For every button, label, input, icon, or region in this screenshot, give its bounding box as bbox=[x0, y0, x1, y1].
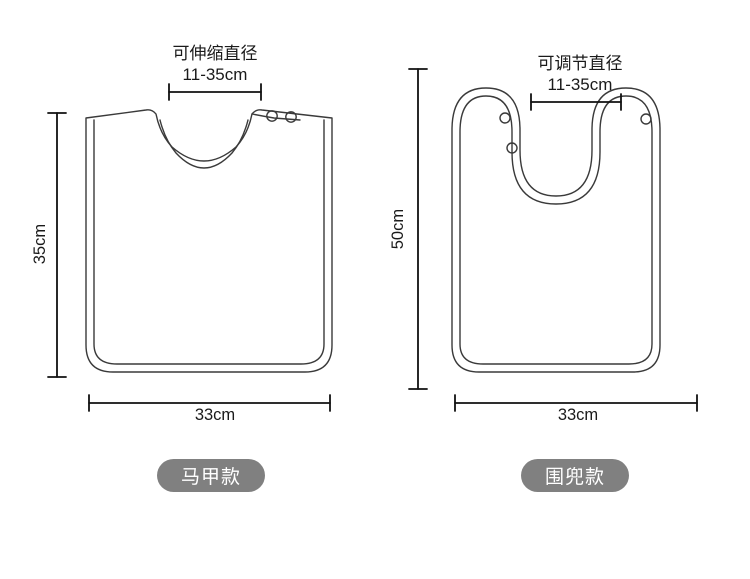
bib-outline bbox=[451, 87, 661, 373]
bib-neck-dimension-line bbox=[530, 93, 622, 111]
vest-neck-label-line2: 11-35cm bbox=[182, 64, 248, 84]
bib-style-badge: 围兜款 bbox=[521, 459, 629, 492]
bib-width-dimension-line bbox=[454, 394, 698, 412]
vest-shoulder-strap bbox=[251, 113, 301, 121]
bib-width-label: 33cm bbox=[557, 406, 599, 424]
vest-outline bbox=[85, 109, 333, 373]
bib-neck-label-line1: 可调节直径 bbox=[537, 54, 623, 73]
vest-height-label: 35cm bbox=[30, 223, 49, 265]
vest-width-dimension-line bbox=[88, 394, 331, 412]
vest-height-dimension-line bbox=[47, 112, 67, 378]
bib-snap-buttons bbox=[499, 112, 652, 154]
vest-snap-buttons bbox=[266, 110, 297, 123]
bib-height-dimension-line bbox=[408, 68, 428, 390]
bib-neck-label: 可调节直径 11-35cm bbox=[492, 54, 668, 95]
bib-height-label: 50cm bbox=[388, 208, 407, 250]
bib-neck-label-line2: 11-35cm bbox=[547, 74, 613, 94]
vest-neck-label: 可伸缩直径 11-35cm bbox=[127, 44, 303, 85]
vest-width-label: 33cm bbox=[194, 406, 236, 424]
vest-neck-label-line1: 可伸缩直径 bbox=[172, 44, 258, 63]
vest-style-badge: 马甲款 bbox=[157, 459, 265, 492]
vest-neck-dimension-line bbox=[168, 83, 262, 101]
